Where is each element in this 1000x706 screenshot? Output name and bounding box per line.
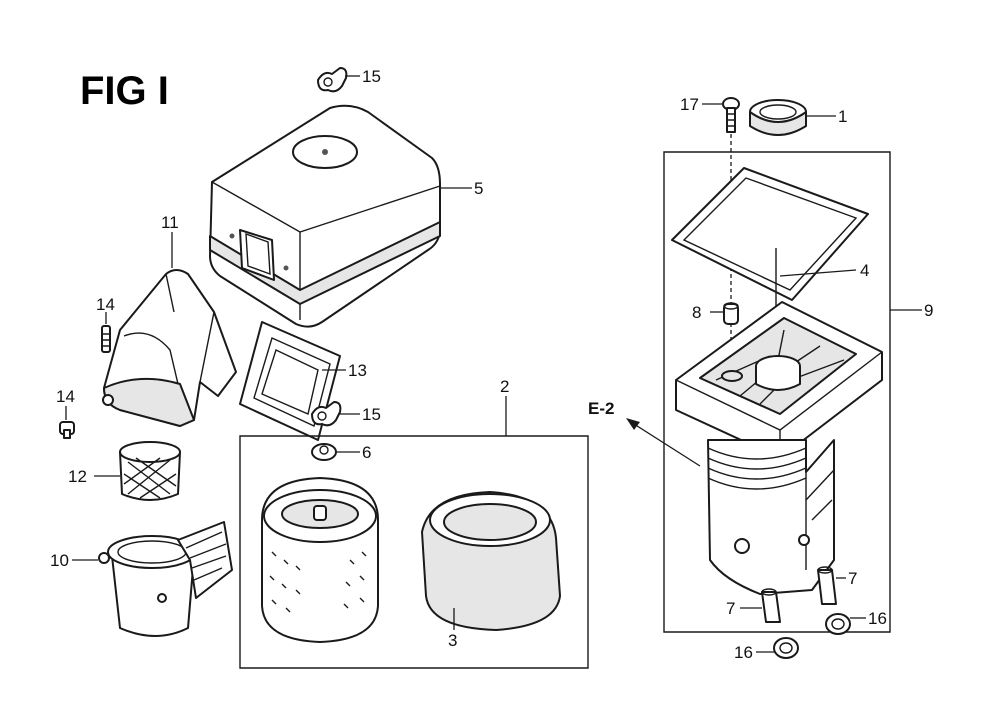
callout-3: 3 — [448, 631, 457, 650]
part-3-pre-cleaner — [421, 491, 561, 631]
callout-4: 4 — [860, 261, 869, 280]
callout-16b: 16 — [868, 609, 887, 628]
frame-assembly-2 — [239, 435, 589, 669]
callout-11: 11 — [161, 213, 179, 232]
callout-7b: 7 — [848, 569, 857, 588]
leader-4 — [779, 269, 857, 277]
callout-16a: 16 — [734, 643, 753, 662]
callout-15b: 15 — [362, 405, 381, 424]
callout-9: 9 — [924, 301, 933, 320]
part-16-clamp-right — [825, 613, 851, 635]
part-air-filter-element — [261, 477, 379, 643]
reference-label: E-2 — [588, 399, 614, 418]
part-12-mesh-filter — [119, 441, 181, 501]
reference-arrow — [626, 418, 701, 467]
callout-1: 1 — [838, 107, 847, 126]
frame-assembly-9 — [663, 151, 891, 633]
callout-8: 8 — [692, 303, 701, 322]
callout-10: 10 — [50, 551, 69, 570]
part-15-wing-nut-lower — [311, 401, 342, 427]
callout-6: 6 — [362, 443, 371, 462]
part-14-bolt-lower — [59, 421, 75, 439]
figure-title: FIG I — [80, 69, 169, 113]
callout-13: 13 — [348, 361, 367, 380]
callout-2: 2 — [500, 377, 509, 396]
part-15-wing-nut-top — [317, 67, 348, 93]
part-6-nut — [311, 443, 337, 461]
part-16-clamp-left — [773, 637, 799, 659]
part-4-packing — [671, 167, 869, 301]
callout-5: 5 — [474, 179, 483, 198]
callout-14b: 14 — [56, 387, 75, 406]
part-8-collar — [723, 302, 739, 325]
callout-7a: 7 — [726, 599, 735, 618]
part-5-air-cleaner-cover — [209, 104, 441, 328]
part-7-pipe-left — [761, 588, 781, 623]
part-11-intake-elbow — [102, 269, 237, 427]
callout-14a: 14 — [96, 295, 115, 314]
part-1-ring — [749, 99, 807, 136]
part-17-bolt — [722, 97, 740, 133]
part-14-bolt-upper — [101, 325, 111, 353]
callout-17: 17 — [680, 95, 699, 114]
callout-12: 12 — [68, 467, 87, 486]
part-air-cleaner-body — [675, 301, 883, 595]
part-10-case — [98, 521, 233, 637]
callout-15a: 15 — [362, 67, 381, 86]
part-7-pipe-right — [817, 566, 837, 605]
